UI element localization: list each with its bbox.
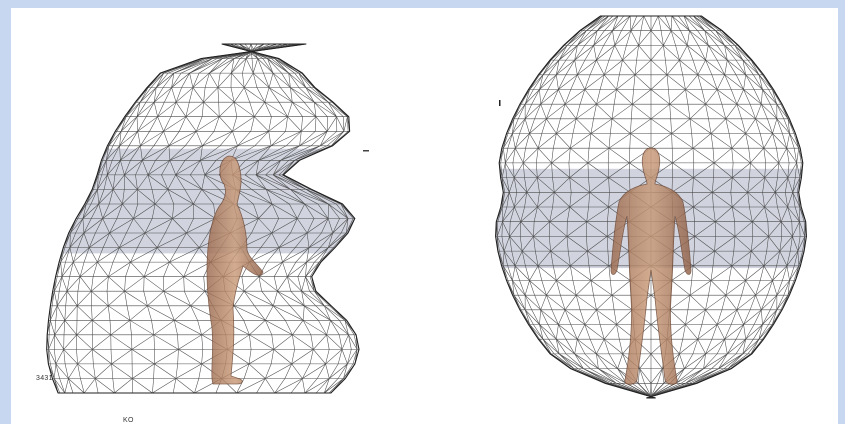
mesh-lines: [47, 44, 359, 393]
stray-dash: [363, 150, 369, 152]
mesh-illustration: [11, 8, 838, 424]
figure-caption: 3431: [36, 375, 53, 382]
figure-frame: 3431 KO: [11, 8, 838, 424]
stray-tick: [499, 100, 501, 106]
stray-mark: KO: [123, 417, 134, 424]
